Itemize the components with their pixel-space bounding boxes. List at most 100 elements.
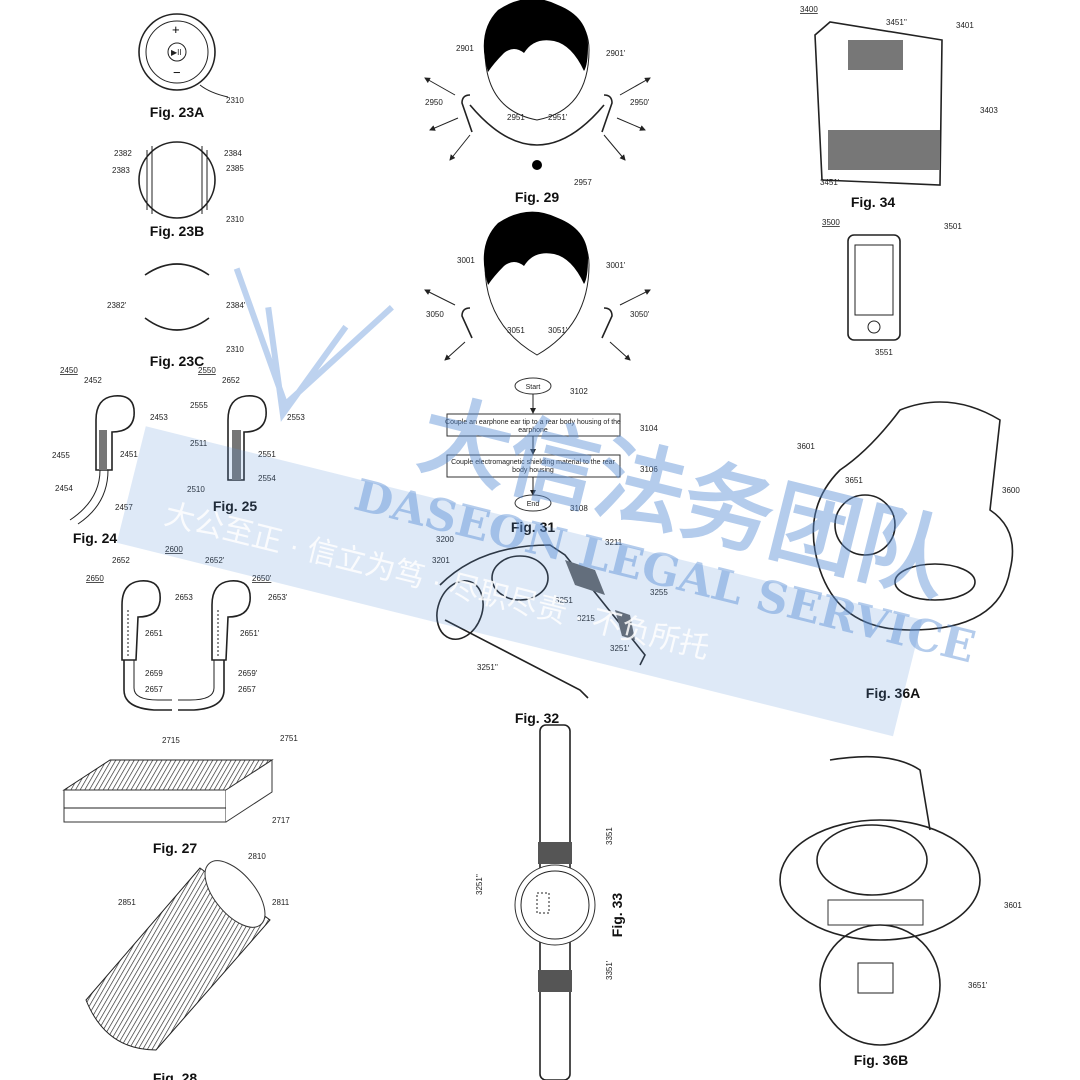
svg-text:2551: 2551: [258, 450, 276, 459]
figure-33-watch: 3351 3251'' 3351' Fig. 33: [475, 724, 625, 1080]
svg-text:2310: 2310: [226, 96, 244, 105]
svg-text:2385: 2385: [226, 164, 244, 173]
svg-text:Fig. 29: Fig. 29: [515, 189, 560, 205]
svg-text:3251'': 3251'': [475, 874, 484, 895]
svg-text:3251': 3251': [610, 644, 630, 653]
svg-text:3001: 3001: [457, 256, 475, 265]
figure-30: 3001 3001' 3050 3050' 3051 3051': [424, 211, 651, 361]
svg-text:3051': 3051': [548, 326, 568, 335]
svg-text:2751: 2751: [280, 734, 298, 743]
svg-text:2382: 2382: [114, 149, 132, 158]
svg-text:3050: 3050: [426, 310, 444, 319]
figure-24: 2450 2452 2453 2451 2455 2454 2457 Fig. …: [52, 366, 168, 546]
svg-text:2454: 2454: [55, 484, 73, 493]
svg-text:3108: 3108: [570, 504, 588, 513]
svg-text:Couple an earphone ear tip to: Couple an earphone ear tip to a rear bod…: [445, 419, 621, 426]
svg-text:3106: 3106: [640, 465, 658, 474]
figure-32-glasses: 3200 3201 3211 3251 3255 3215 3251' 3251…: [432, 535, 668, 726]
svg-text:3251'': 3251'': [477, 663, 498, 672]
svg-text:2554: 2554: [258, 474, 276, 483]
svg-text:2383: 2383: [112, 166, 130, 175]
svg-text:2715: 2715: [162, 736, 180, 745]
figure-36b: 3601 3651' Fig. 36B: [779, 755, 1022, 1068]
figure-23b: 2382 2383 2384 2385 2310 Fig. 23B: [112, 141, 244, 239]
svg-text:Fig. 27: Fig. 27: [153, 840, 198, 856]
svg-text:2659: 2659: [145, 669, 163, 678]
svg-text:Fig. 23C: Fig. 23C: [150, 353, 204, 369]
svg-text:3403: 3403: [980, 106, 998, 115]
svg-text:2653': 2653': [268, 593, 288, 602]
figure-27: 2715 2751 2717 Fig. 27: [62, 734, 298, 856]
svg-text:2457: 2457: [115, 503, 133, 512]
svg-text:Start: Start: [526, 384, 541, 391]
svg-text:3211: 3211: [605, 538, 623, 547]
svg-text:3200: 3200: [436, 535, 454, 544]
svg-text:3401: 3401: [956, 21, 974, 30]
svg-text:2455: 2455: [52, 451, 70, 460]
svg-text:Fig. 31: Fig. 31: [511, 519, 556, 535]
svg-text:3351: 3351: [605, 827, 614, 845]
svg-text:3400: 3400: [800, 5, 818, 14]
svg-text:2651: 2651: [145, 629, 163, 638]
svg-text:2310: 2310: [226, 345, 244, 354]
svg-text:2450: 2450: [60, 366, 78, 375]
figure-31-flowchart: Start Couple an earphone ear tip to a re…: [445, 377, 658, 535]
svg-text:Couple electromagnetic shieldi: Couple electromagnetic shielding materia…: [451, 459, 615, 466]
svg-text:−: −: [173, 65, 181, 80]
svg-text:2310: 2310: [226, 215, 244, 224]
svg-text:2717: 2717: [272, 816, 290, 825]
svg-text:3651: 3651: [845, 476, 863, 485]
svg-text:Fig. 36B: Fig. 36B: [854, 1052, 908, 1068]
svg-text:2651': 2651': [240, 629, 260, 638]
svg-text:End: End: [527, 501, 540, 508]
svg-text:Fig. 23B: Fig. 23B: [150, 223, 204, 239]
svg-text:2657: 2657: [145, 685, 163, 694]
svg-text:2957: 2957: [574, 178, 592, 187]
svg-text:3351': 3351': [605, 960, 614, 980]
svg-text:Fig. 23A: Fig. 23A: [150, 104, 204, 120]
svg-text:3500: 3500: [822, 218, 840, 227]
svg-text:2657: 2657: [238, 685, 256, 694]
svg-text:2510: 2510: [187, 485, 205, 494]
svg-text:2659': 2659': [238, 669, 258, 678]
svg-text:Fig. 34: Fig. 34: [851, 194, 896, 210]
figure-29: 2901 2901' 2950 2950' 2951 2951' 2957 Fi…: [424, 0, 651, 205]
svg-text:2451: 2451: [120, 450, 138, 459]
figure-36a: 3601 3651 3600 Fig. 36A: [797, 401, 1020, 701]
svg-text:3201: 3201: [432, 556, 450, 565]
svg-text:3600: 3600: [1002, 486, 1020, 495]
svg-text:2555: 2555: [190, 401, 208, 410]
svg-text:3104: 3104: [640, 424, 658, 433]
svg-text:3051: 3051: [507, 326, 525, 335]
svg-text:2851: 2851: [118, 898, 136, 907]
svg-text:Fig. 24: Fig. 24: [73, 530, 118, 546]
svg-text:Fig. 32: Fig. 32: [515, 710, 560, 726]
svg-text:2901': 2901': [606, 49, 626, 58]
svg-text:Fig. 25: Fig. 25: [213, 498, 258, 514]
svg-text:2653: 2653: [175, 593, 193, 602]
svg-text:2951': 2951': [548, 113, 568, 122]
svg-text:2453: 2453: [150, 413, 168, 422]
svg-text:2652: 2652: [112, 556, 130, 565]
svg-text:Fig. 33: Fig. 33: [609, 893, 625, 938]
watermark-logo-icon: [233, 267, 394, 422]
svg-text:2950: 2950: [425, 98, 443, 107]
svg-text:3501: 3501: [944, 222, 962, 231]
svg-text:2550: 2550: [198, 366, 216, 375]
figure-26: 2600 2652 2652' 2650 2650' 2653 2653' 26…: [86, 545, 288, 711]
svg-text:▶II: ▶II: [171, 48, 182, 57]
svg-text:2652: 2652: [222, 376, 240, 385]
svg-text:3102: 3102: [570, 387, 588, 396]
svg-text:3251: 3251: [555, 596, 573, 605]
svg-text:3651': 3651': [968, 981, 988, 990]
svg-text:Fig. 36A: Fig. 36A: [866, 685, 920, 701]
svg-text:2652': 2652': [205, 556, 225, 565]
svg-text:2511: 2511: [190, 439, 208, 448]
svg-text:2950': 2950': [630, 98, 650, 107]
svg-text:2951: 2951: [507, 113, 525, 122]
figure-28: 2810 2851 2811 Fig. 28: [85, 852, 290, 1080]
svg-text:Fig. 28: Fig. 28: [153, 1070, 198, 1080]
svg-text:2810: 2810: [248, 852, 266, 861]
svg-text:3601: 3601: [1004, 901, 1022, 910]
